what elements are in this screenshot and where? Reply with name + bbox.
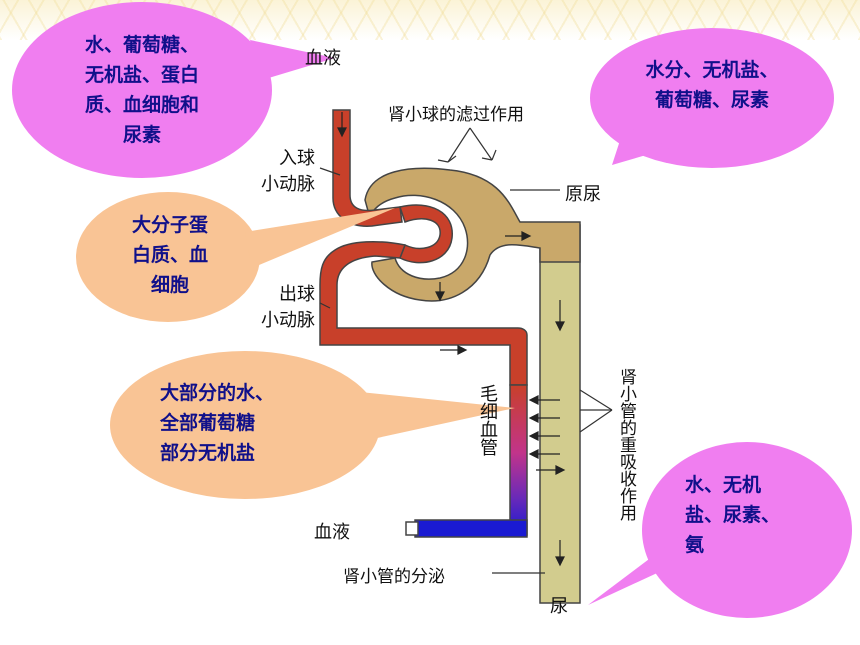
label-blood-out: 血液	[314, 522, 350, 543]
bubble-middle-left	[76, 192, 395, 322]
bubble-lower-left	[110, 351, 515, 499]
renal-tubule	[364, 167, 581, 302]
label-urine: 尿	[550, 596, 568, 617]
bubble-text-top-left: 水、葡萄糖、 无机盐、蛋白 质、血细胞和 尿素	[84, 34, 199, 146]
label-glomerular-filtration: 肾小球的滤过作用	[388, 105, 524, 125]
label-leaders	[319, 167, 560, 574]
peritubular-capillary	[509, 384, 528, 536]
label-primary-urine: 原尿	[565, 184, 601, 205]
bubble-text-bottom-right: 水、无机 盐、尿素、 氨	[685, 474, 781, 556]
label-capillary: 毛细血管	[477, 384, 498, 456]
label-tubule-reabsorption: 肾小管的重吸收作用	[616, 368, 636, 521]
label-efferent-arteriole: 出球 小动脉	[261, 284, 315, 331]
reabsorption-pointers	[579, 389, 613, 433]
glomerulus-coil	[399, 204, 453, 264]
vein-end	[405, 521, 419, 536]
label-tubule-secretion: 肾小管的分泌	[343, 567, 445, 587]
bubble-top-right	[590, 28, 834, 168]
bubble-bottom-right	[588, 442, 852, 618]
renal-vein	[414, 519, 528, 538]
flow-arrows	[337, 112, 566, 567]
bubble-top-left	[12, 2, 335, 178]
bubble-text-lower-left: 大部分的水、 全部葡萄糖 部分无机盐	[160, 382, 275, 464]
label-afferent-arteriole: 入球 小动脉	[261, 148, 315, 195]
bubble-text-top-right: 水分、无机盐、 葡萄糖、尿素	[645, 59, 779, 111]
filtration-pointers	[437, 127, 497, 163]
label-blood-in: 血液	[305, 48, 341, 69]
bubble-text-middle-left: 大分子蛋 白质、血 细胞	[131, 214, 208, 296]
